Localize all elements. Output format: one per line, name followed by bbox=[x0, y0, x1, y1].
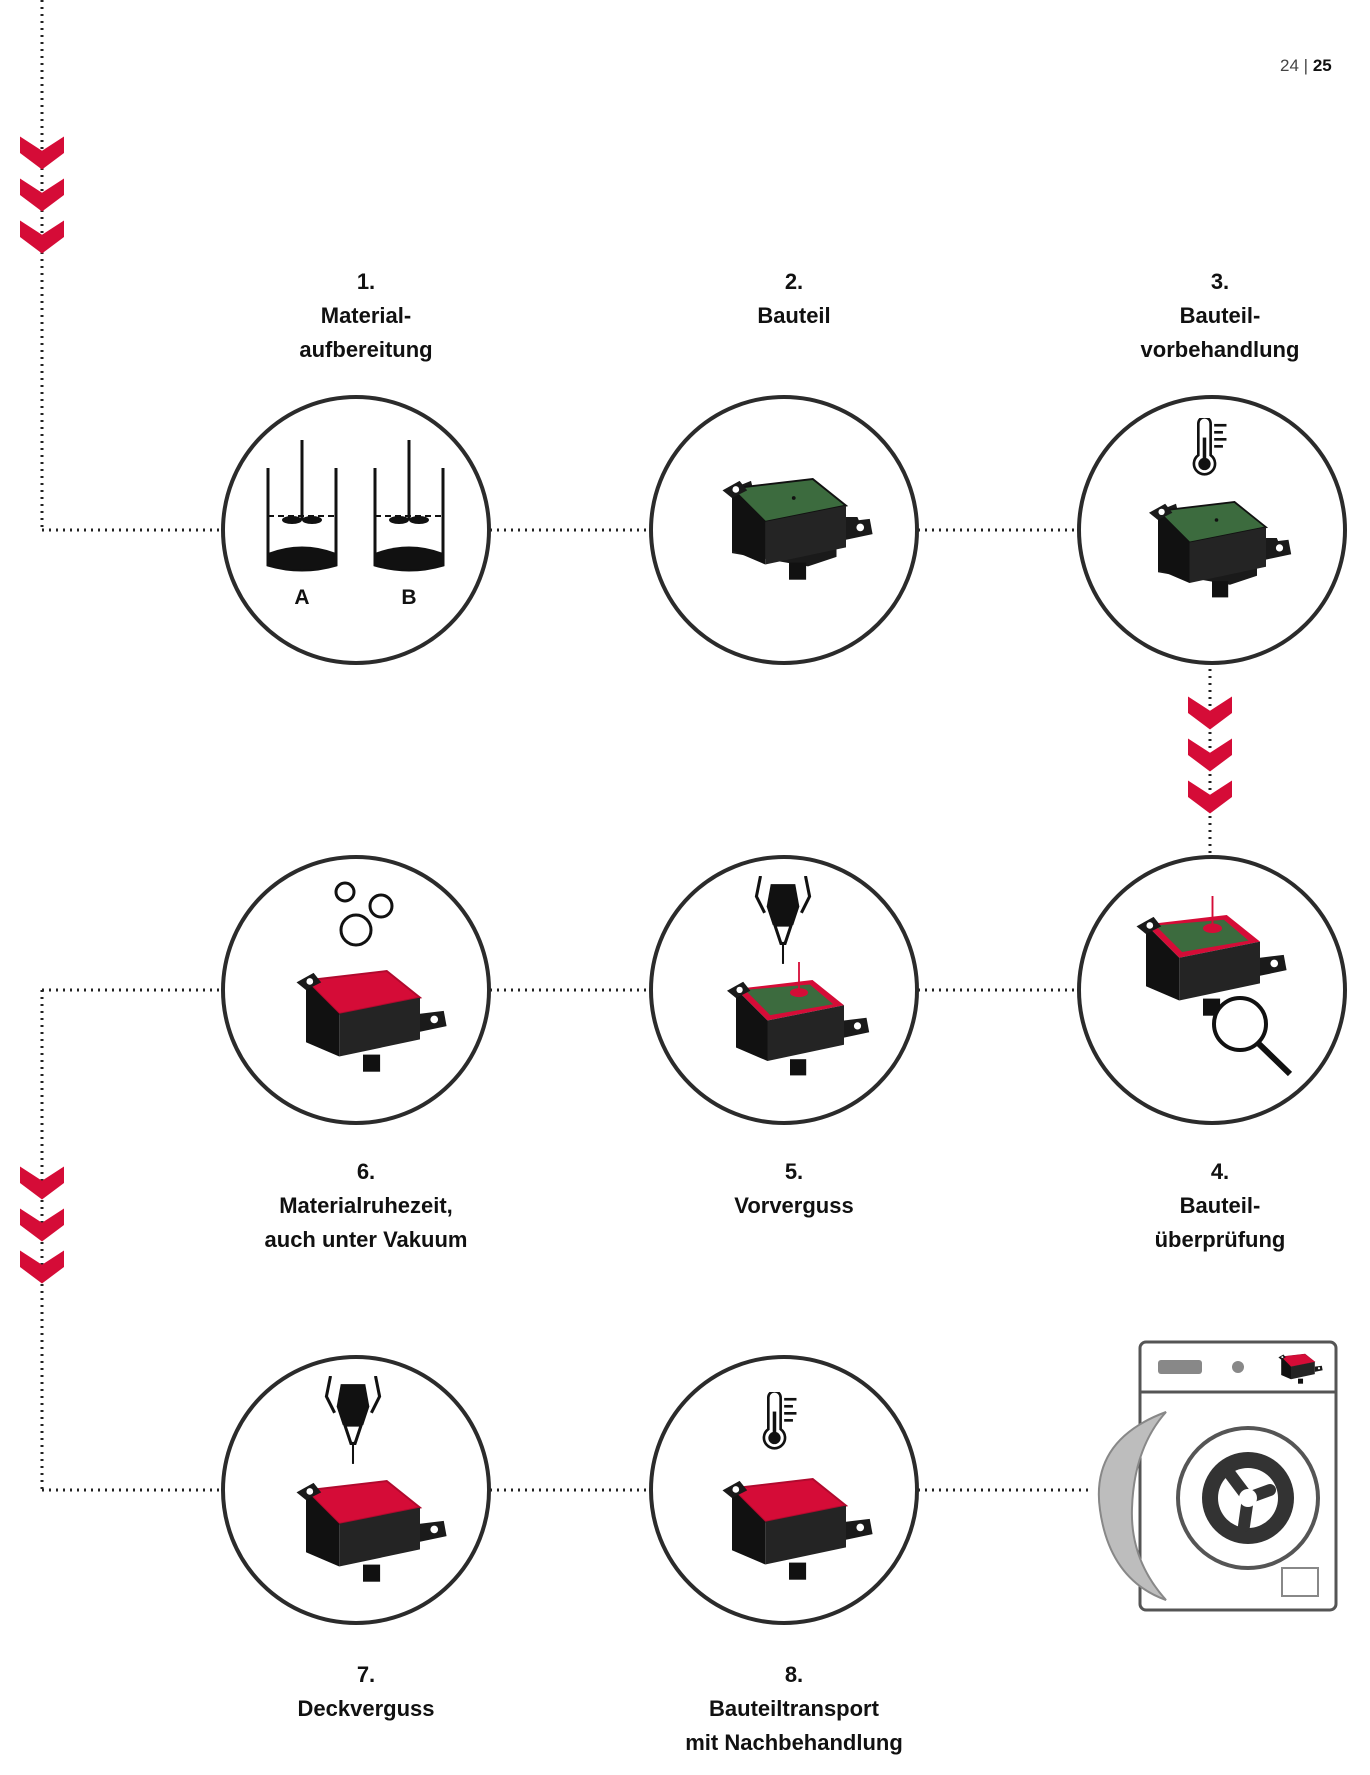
step-label-6: 6. Materialruhezeit, auch unter Vakuum bbox=[206, 1155, 526, 1257]
bubbles-icon bbox=[334, 881, 394, 947]
step-circle-1 bbox=[221, 395, 491, 665]
step-title-line: überprüfung bbox=[1154, 1227, 1286, 1252]
chevron-down-icon bbox=[20, 1166, 64, 1284]
step-title-line: aufbereitung bbox=[299, 337, 433, 362]
step-title-line: mit Nachbehandlung bbox=[685, 1730, 903, 1755]
step-label-5: 5. Vorverguss bbox=[634, 1155, 954, 1223]
step-title-line: Vorverguss bbox=[734, 1193, 854, 1218]
step-title-line: Materialruhezeit, bbox=[279, 1193, 453, 1218]
step-label-3: 3. Bauteil- vorbehandlung bbox=[1060, 265, 1370, 367]
page-number: 24 | 25 bbox=[1280, 56, 1332, 76]
step-number: 1. bbox=[356, 269, 376, 294]
flow-lines bbox=[40, 0, 1212, 1492]
page-number-current: 25 bbox=[1312, 56, 1332, 75]
chevron-down-icon bbox=[1188, 696, 1232, 814]
step-title-line: Material- bbox=[320, 303, 412, 328]
step-title-line: Deckverguss bbox=[297, 1696, 435, 1721]
chevron-down-icon bbox=[20, 136, 64, 254]
page-number-separator: | bbox=[1303, 56, 1309, 75]
step-title-line: Bauteil- bbox=[1179, 303, 1261, 328]
page-number-left: 24 bbox=[1280, 56, 1299, 75]
mixing-tanks-icon bbox=[266, 440, 445, 572]
step-label-8: 8. Bauteiltransport mit Nachbehandlung bbox=[634, 1658, 954, 1760]
step-number: 8. bbox=[784, 1662, 804, 1687]
step-title-line: Bauteil- bbox=[1179, 1193, 1261, 1218]
step-number: 2. bbox=[784, 269, 804, 294]
step-label-1: 1. Material- aufbereitung bbox=[206, 265, 526, 367]
step-label-4: 4. Bauteil- überprüfung bbox=[1060, 1155, 1370, 1257]
step-number: 3. bbox=[1210, 269, 1230, 294]
step-number: 7. bbox=[356, 1662, 376, 1687]
tank-label-a: A bbox=[294, 586, 309, 609]
step-title-line: Bauteiltransport bbox=[709, 1696, 879, 1721]
step-number: 4. bbox=[1210, 1159, 1230, 1184]
step-label-2: 2. Bauteil bbox=[634, 265, 954, 333]
step-title-line: Bauteil bbox=[757, 303, 831, 328]
step-number: 6. bbox=[356, 1159, 376, 1184]
step-number: 5. bbox=[784, 1159, 804, 1184]
step-label-7: 7. Deckverguss bbox=[206, 1658, 526, 1726]
tank-label-b: B bbox=[401, 586, 416, 609]
step-title-line: auch unter Vakuum bbox=[264, 1227, 468, 1252]
step-title-line: vorbehandlung bbox=[1140, 337, 1300, 362]
magnifier-icon bbox=[1212, 996, 1293, 1077]
washing-machine-icon bbox=[1097, 1340, 1338, 1612]
